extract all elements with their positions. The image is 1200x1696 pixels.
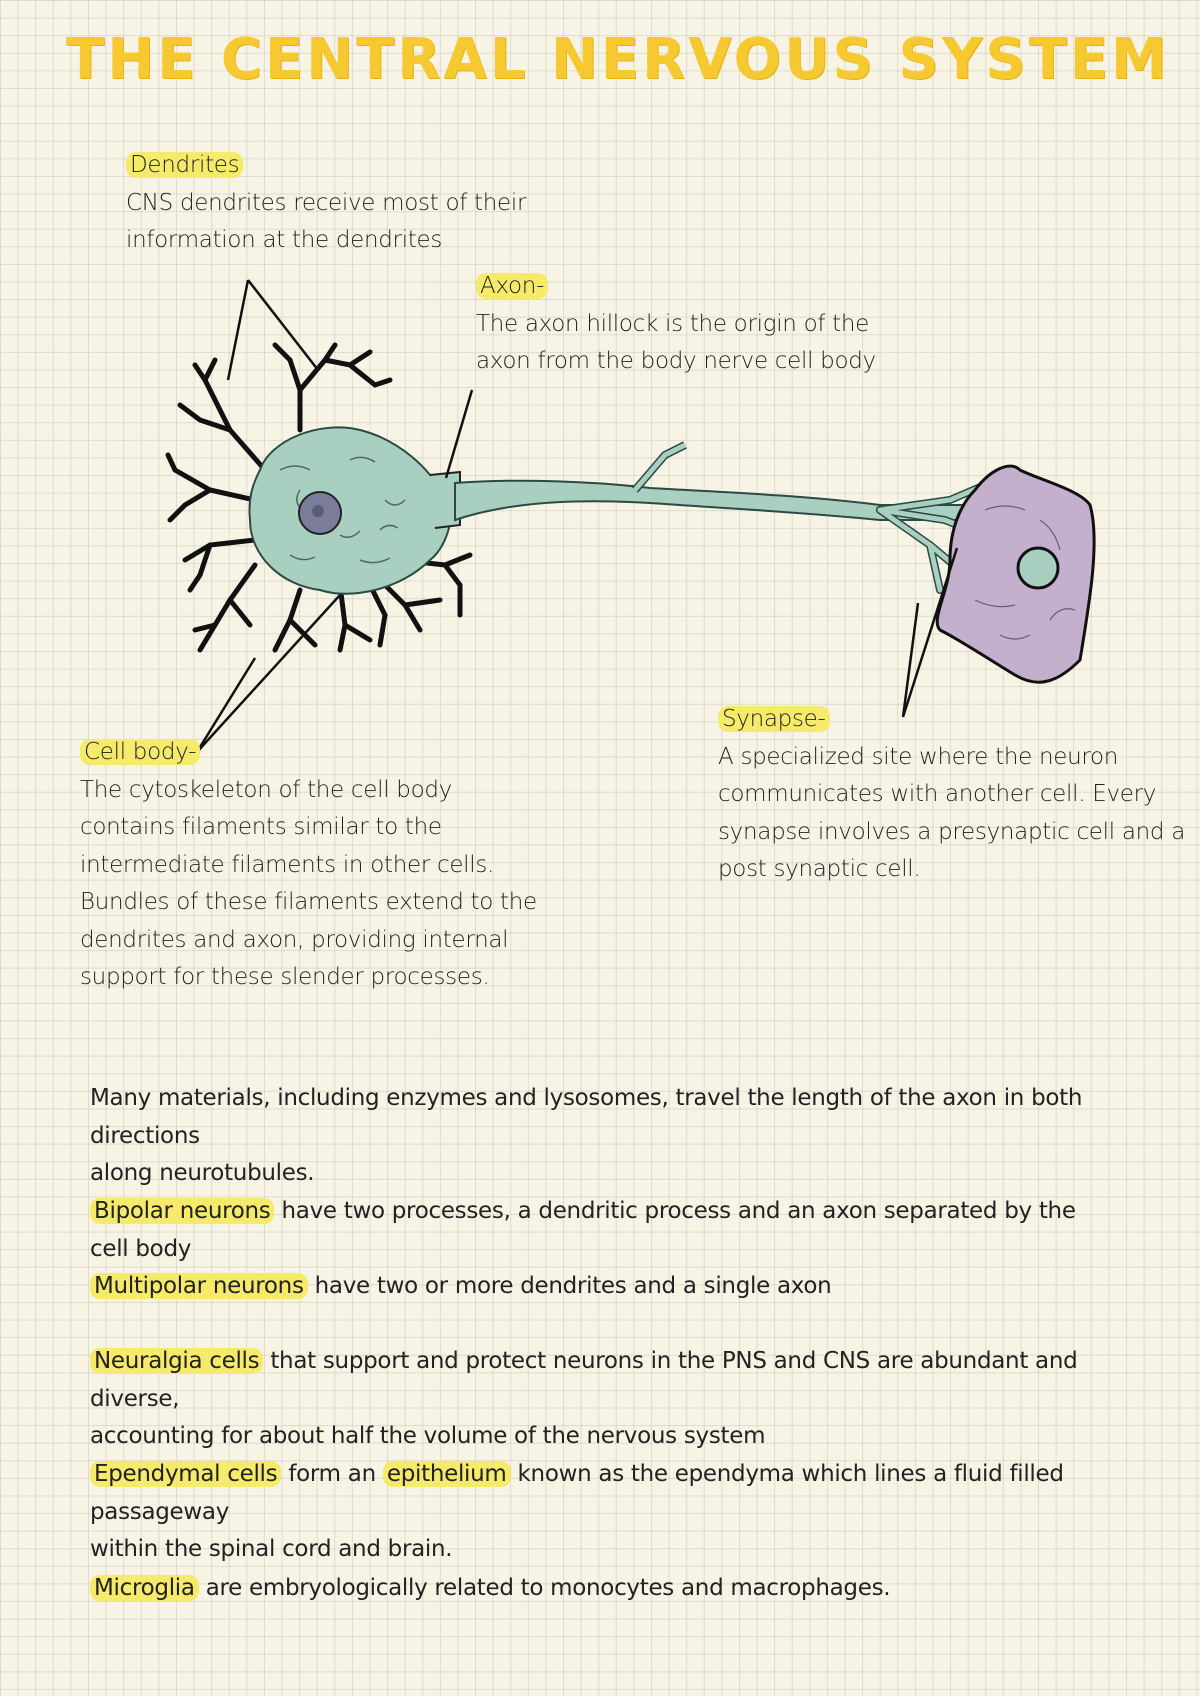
page-title: THE CENTRAL NERVOUS SYSTEM	[66, 27, 1170, 92]
ependymal-text-2: within the spinal cord and brain.	[90, 1536, 453, 1562]
neuralgia-paragraph: Neuralgia cells that support and protect…	[90, 1343, 1090, 1456]
epithelium-term: epithelium	[382, 1461, 511, 1487]
cell-body-annotation: Cell body- The cytoskeleton of the cell …	[80, 734, 537, 997]
cell-body-line-1: The cytoskeleton of the cell body	[80, 776, 452, 803]
bipolar-text: have two processes, a dendritic process …	[90, 1198, 1076, 1262]
synapse-label: Synapse-	[718, 706, 830, 732]
cell-body-line-6: support for these slender processes.	[80, 964, 490, 990]
dendrites-label: Dendrites	[126, 152, 244, 178]
neuralgia-text-2: accounting for about half the volume of …	[90, 1423, 766, 1449]
cell-body-line-5: dendrites and axon, providing internal	[80, 926, 509, 953]
microglia-paragraph: Microglia are embryologically related to…	[90, 1570, 1090, 1608]
axon-line-1: The axon hillock is the origin of the	[476, 310, 870, 337]
synapse-line-2: communicates with another cell. Every	[718, 781, 1157, 807]
multipolar-paragraph: Multipolar neurons have two or more dend…	[90, 1268, 1090, 1306]
axon-line-2: axon from the body nerve cell body	[476, 348, 876, 374]
multipolar-term: Multipolar neurons	[90, 1273, 308, 1299]
cell-body-line-2: contains filaments similar to the	[80, 814, 442, 840]
neuralgia-term: Neuralgia cells	[90, 1348, 264, 1374]
multipolar-text: have two or more dendrites and a single …	[307, 1273, 832, 1299]
materials-line-2: along neurotubules.	[90, 1160, 315, 1186]
materials-paragraph: Many materials, including enzymes and ly…	[90, 1080, 1090, 1193]
microglia-term: Microglia	[90, 1575, 199, 1601]
cell-body-label: Cell body-	[80, 739, 201, 765]
axon-annotation: Axon- The axon hillock is the origin of …	[476, 268, 876, 381]
ependymal-term: Ependymal cells	[90, 1461, 282, 1487]
target-cell-illustration	[935, 464, 1096, 684]
axon-label: Axon-	[476, 273, 549, 299]
ependymal-paragraph: Ependymal cells form an epithelium known…	[90, 1456, 1090, 1569]
ependymal-text-b: known as the ependyma which lines a flui…	[90, 1461, 1064, 1525]
cell-body-line-3: intermediate filaments in other cells.	[80, 851, 495, 878]
synapse-annotation: Synapse- A specialized site where the ne…	[718, 701, 1185, 889]
synapse-line-3: synapse involves a presynaptic cell and …	[718, 818, 1186, 845]
pointer-lines	[195, 279, 959, 753]
dendrites-line-2: information at the dendrites	[126, 227, 443, 253]
synapse-line-1: A specialized site where the neuron	[718, 743, 1119, 770]
dendrites-line-1: CNS dendrites receive most of their	[126, 189, 527, 216]
cell-body-line-4: Bundles of these filaments extend to the	[80, 889, 537, 915]
synapse-line-4: post synaptic cell.	[718, 856, 921, 882]
ependymal-text-a: form an	[281, 1461, 383, 1487]
bipolar-paragraph: Bipolar neurons have two processes, a de…	[90, 1193, 1090, 1306]
microglia-text: are embryologically related to monocytes…	[198, 1575, 891, 1601]
neuralgia-text-1: that support and protect neurons in the …	[90, 1348, 1078, 1412]
neuron-illustration	[165, 342, 991, 653]
bipolar-term: Bipolar neurons	[90, 1198, 275, 1224]
materials-line-1: Many materials, including enzymes and ly…	[90, 1085, 1083, 1149]
dendrites-annotation: Dendrites CNS dendrites receive most of …	[126, 147, 526, 260]
